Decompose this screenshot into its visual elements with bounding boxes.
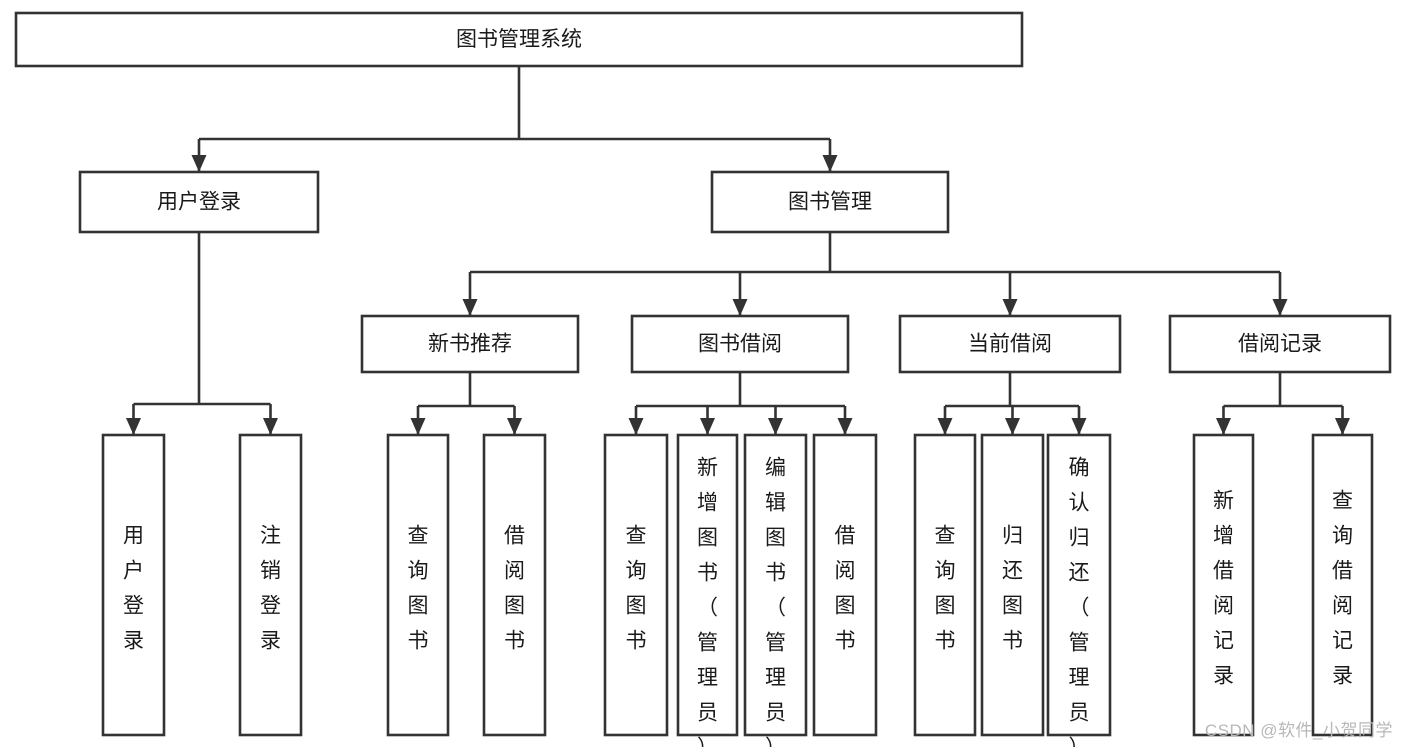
arrow-head-icon [1335,418,1350,435]
arrow-head-icon [1216,418,1231,435]
node-rect[interactable] [743,433,808,737]
node-level2-3[interactable]: 借阅记录 [1168,314,1392,374]
node-label: 查询图书 [626,524,647,652]
node-leaf-1[interactable]: 注销登录 [238,433,303,737]
node-leaf-8[interactable]: 查询图书 [913,433,977,737]
nodes-layer: 图书管理系统用户登录图书管理新书推荐图书借阅当前借阅借阅记录用户登录注销登录查询… [14,11,1392,747]
node-rect[interactable] [101,433,166,737]
node-label: 用户登录 [157,191,241,214]
node-rect[interactable] [603,433,669,737]
node-label: 用户登录 [123,524,144,652]
node-label: 借阅图书 [504,524,525,652]
node-label: 归还图书 [1002,524,1023,652]
node-rect[interactable] [630,314,850,374]
node-label: 注销登录 [260,524,281,652]
node-level2-1[interactable]: 图书借阅 [630,314,850,374]
node-label: 图书管理系统 [456,28,582,51]
connectors-layer [126,66,1350,435]
node-leaf-7[interactable]: 借阅图书 [812,433,878,737]
arrow-head-icon [837,418,853,435]
node-level1-1[interactable]: 图书管理 [710,170,950,234]
arrow-head-icon [191,155,207,172]
node-level2-2[interactable]: 当前借阅 [898,314,1122,374]
arrow-head-icon [507,418,522,435]
node-level1-0[interactable]: 用户登录 [78,170,320,234]
node-leaf-2[interactable]: 查询图书 [386,433,450,737]
arrow-head-icon [1002,299,1018,316]
node-root[interactable]: 图书管理系统 [14,11,1024,68]
node-rect[interactable] [812,433,878,737]
node-label: 借阅图书 [835,524,856,652]
arrow-head-icon [937,418,953,435]
node-leaf-4[interactable]: 查询图书 [603,433,669,737]
node-rect[interactable] [980,433,1045,737]
arrow-head-icon [263,418,278,435]
node-label: 查询借阅记录 [1332,489,1353,687]
node-rect[interactable] [482,433,547,737]
node-rect[interactable] [386,433,450,737]
node-label: 图书管理 [788,191,872,214]
arrow-head-icon [126,418,141,435]
node-rect[interactable] [676,433,739,737]
node-rect[interactable] [1046,433,1112,737]
arrow-head-icon [462,299,478,316]
node-label: 当前借阅 [968,333,1052,356]
node-label: 查询图书 [408,524,429,652]
node-label: 新增图书（管理员） [697,456,718,747]
node-rect[interactable] [360,314,580,374]
arrow-head-icon [732,299,748,316]
csdn-watermark: CSDN @软件_小贺同学 [1204,721,1393,740]
arrow-head-icon [768,418,783,435]
arrow-head-icon [700,418,715,435]
arrow-head-icon [822,155,838,172]
node-leaf-12[interactable]: 查询借阅记录 [1311,433,1374,737]
node-leaf-5[interactable]: 新增图书（管理员） [676,433,739,747]
arrow-head-icon [1272,299,1288,316]
node-leaf-6[interactable]: 编辑图书（管理员） [743,433,808,747]
node-rect[interactable] [14,11,1024,68]
node-rect[interactable] [78,170,320,234]
arrow-head-icon [1005,418,1020,435]
arrow-head-icon [1071,418,1087,435]
node-label: 编辑图书（管理员） [765,456,786,747]
node-rect[interactable] [710,170,950,234]
node-leaf-9[interactable]: 归还图书 [980,433,1045,737]
node-rect[interactable] [913,433,977,737]
node-label: 新增借阅记录 [1213,489,1234,687]
node-label: 新书推荐 [428,333,512,356]
node-level2-0[interactable]: 新书推荐 [360,314,580,374]
node-leaf-11[interactable]: 新增借阅记录 [1192,433,1255,737]
node-label: 图书借阅 [698,333,782,356]
node-leaf-0[interactable]: 用户登录 [101,433,166,737]
node-label: 确认归还（管理员） [1069,456,1090,747]
node-leaf-10[interactable]: 确认归还（管理员） [1046,433,1112,747]
node-rect[interactable] [1168,314,1392,374]
node-label: 借阅记录 [1238,333,1322,356]
node-rect[interactable] [1192,433,1255,737]
arrow-head-icon [628,418,644,435]
node-label: 查询图书 [935,524,956,652]
node-leaf-3[interactable]: 借阅图书 [482,433,547,737]
arrow-head-icon [410,418,426,435]
node-rect[interactable] [898,314,1122,374]
node-rect[interactable] [1311,433,1374,737]
node-rect[interactable] [238,433,303,737]
